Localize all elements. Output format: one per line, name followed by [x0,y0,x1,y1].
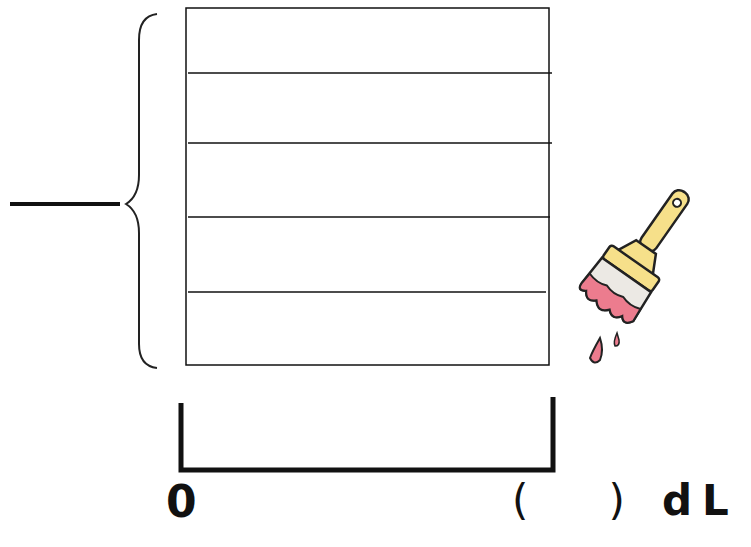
fraction-bar [10,202,120,206]
curly-brace [126,14,157,368]
divider-line [188,216,550,218]
unit-label: dL [662,480,739,522]
paintbrush [576,174,711,363]
divided-rectangle [186,8,549,365]
answer-blank: ( ) [512,480,625,522]
axis-zero: 0 [166,480,197,524]
measure-bracket [181,397,553,470]
divider-line [188,291,546,293]
divider-line [188,142,552,144]
divider-line [188,72,552,74]
